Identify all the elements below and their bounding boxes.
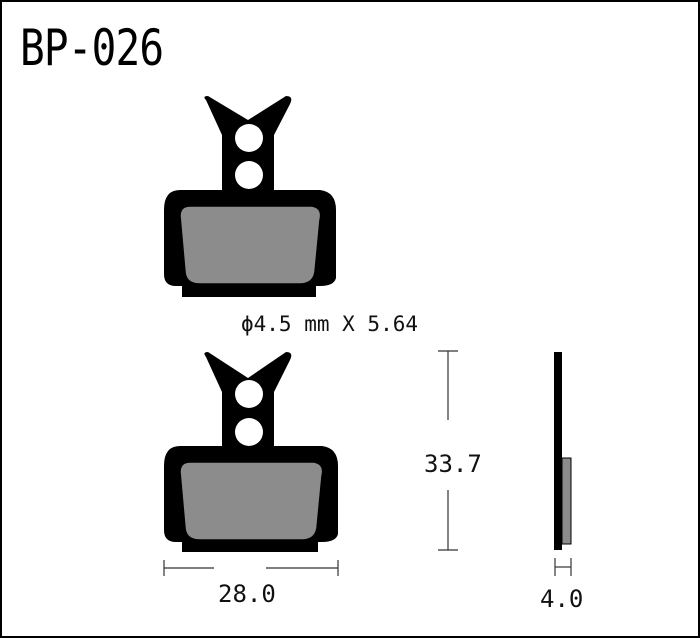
height-dimension-label: 33.7	[424, 450, 482, 478]
mounting-hole-bottom-lower	[235, 418, 263, 446]
thickness-dimension-label: 4.0	[540, 585, 584, 613]
friction-pad-bottom	[179, 461, 324, 541]
brake-pad-front-view-bottom	[164, 352, 338, 552]
mounting-hole-top-upper	[235, 124, 263, 152]
width-dimension-label: 28.0	[218, 580, 276, 608]
mounting-hole-top-lower	[235, 161, 263, 189]
thickness-dimension-line	[554, 558, 572, 576]
mounting-hole-bottom-upper	[235, 380, 263, 408]
friction-pad-top	[179, 205, 322, 285]
side-backing-plate	[554, 352, 562, 550]
hole-spec-label: ϕ4.5 mm X 5.64	[241, 312, 419, 336]
side-friction-pad	[561, 457, 572, 545]
brake-pad-front-view-top	[164, 96, 336, 297]
height-dimension-line	[438, 350, 458, 551]
width-dimension-line	[163, 560, 339, 576]
brake-pad-side-view	[554, 352, 572, 550]
part-number-title: BP-026	[20, 19, 164, 77]
